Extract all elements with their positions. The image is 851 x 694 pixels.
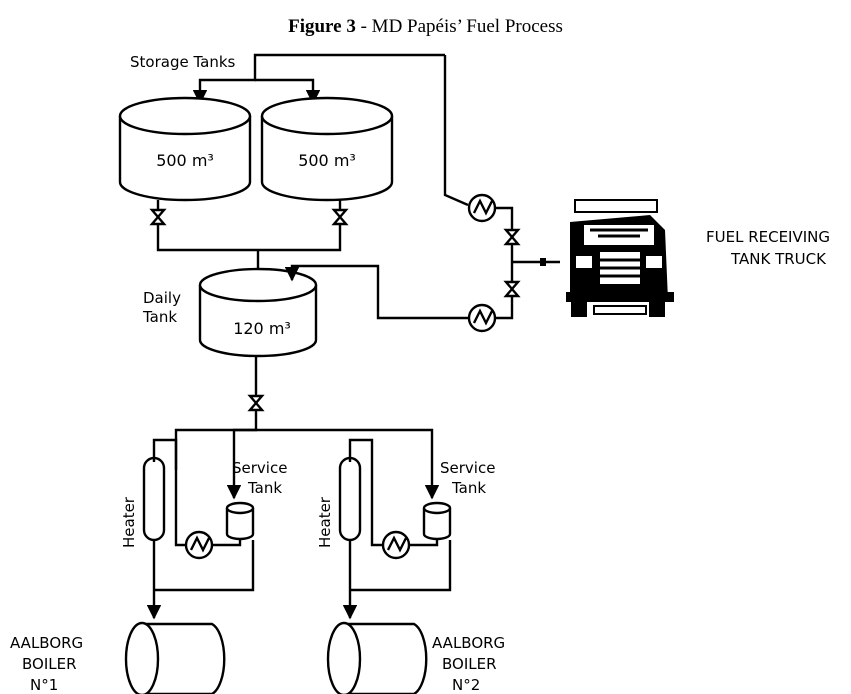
truck-transfer-piping — [284, 206, 560, 320]
service-tank-2-label-line2: Tank — [451, 479, 486, 497]
boiler-2-label-line2: BOILER — [442, 655, 497, 673]
truck-label-line2: TANK TRUCK — [730, 250, 827, 268]
heater-2-label: Heater — [316, 496, 334, 548]
pump-daily-feed — [467, 303, 497, 333]
heater-1 — [142, 438, 185, 620]
heater-2 — [338, 438, 382, 620]
truck-label-line1: FUEL RECEIVING — [706, 228, 830, 246]
figure-title: Figure 3 - MD Papéis’ Fuel Process — [0, 16, 851, 38]
figure-number: Figure 3 — [288, 16, 356, 37]
storage-inlet-piping — [192, 53, 469, 207]
boiler-1-label-line1: AALBORG — [10, 634, 83, 652]
figure-caption: MD Papéis’ Fuel Process — [371, 16, 563, 37]
daily-tank-label-line1: Daily — [143, 289, 181, 307]
service-tank-2-label-line1: Service — [440, 459, 495, 477]
valve-truck-upper — [503, 228, 521, 246]
valve-storage-1 — [149, 208, 167, 226]
figure-separator: - — [355, 16, 372, 37]
valve-truck-lower — [503, 280, 521, 298]
storage-tank-2: 500 m³ — [260, 96, 394, 202]
boiler-1 — [124, 621, 226, 694]
heater-1-label: Heater — [120, 496, 138, 548]
service-tank-1-label-line2: Tank — [247, 479, 282, 497]
service-tank-2 — [350, 501, 452, 592]
storage-tank-2-capacity: 500 m³ — [298, 151, 356, 170]
boiler-2-label-line3: N°2 — [452, 676, 480, 694]
boiler-2 — [326, 621, 428, 694]
pump-storage-feed — [467, 193, 497, 223]
boiler-1-label-line3: N°1 — [30, 676, 58, 694]
service-tank-1 — [154, 501, 255, 592]
boiler-2-label-line1: AALBORG — [432, 634, 505, 652]
storage-tank-1-capacity: 500 m³ — [156, 151, 214, 170]
pump-line-1 — [184, 530, 214, 560]
service-tank-1-label-line1: Service — [232, 459, 287, 477]
daily-tank-capacity: 120 m³ — [233, 319, 291, 338]
daily-tank: 120 m³ — [198, 267, 318, 358]
tank-truck-icon — [566, 199, 674, 317]
storage-tanks-label: Storage Tanks — [130, 53, 236, 71]
daily-tank-label-line2: Tank — [142, 308, 177, 326]
hose-coupling — [540, 258, 546, 266]
boiler-1-label-line2: BOILER — [22, 655, 77, 673]
pump-line-2 — [381, 530, 411, 560]
valve-storage-2 — [331, 208, 349, 226]
storage-tank-1: 500 m³ — [118, 96, 252, 202]
distribution-piping — [174, 356, 440, 500]
valve-daily-outlet — [247, 394, 265, 412]
